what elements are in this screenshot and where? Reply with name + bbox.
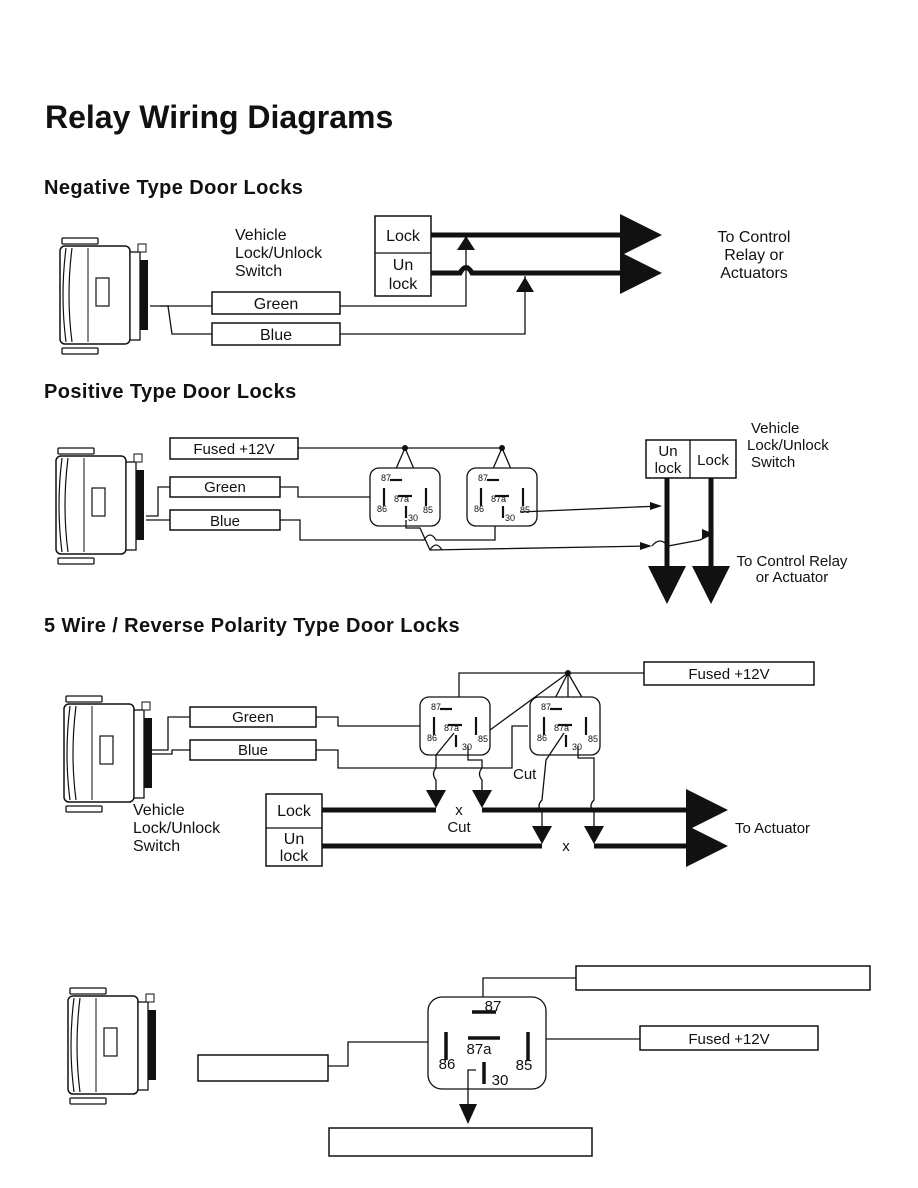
blank-relay-fused-box <box>639 1025 819 1051</box>
negative-switch-box <box>374 215 432 297</box>
blank-relay-bottom-fill-box <box>328 1127 593 1157</box>
negative-switch-label-2: Lock/Unlock <box>235 245 323 262</box>
svg-text:86: 86 <box>377 504 387 514</box>
negative-destination-3: Actuators <box>720 265 788 282</box>
svg-text:85: 85 <box>478 734 488 744</box>
five-wire-cut-label-1: Cut <box>513 766 537 783</box>
svg-text:87a: 87a <box>554 723 569 733</box>
negative-green-label: Green <box>254 296 298 313</box>
alarm-connector-icon <box>55 447 145 565</box>
positive-type-diagram: Positive Type Door Locks Fused +12V Gree… <box>44 381 848 604</box>
five-wire-switch-box <box>265 793 323 867</box>
five-wire-unlock-label-1: Un <box>284 831 304 848</box>
positive-switch-box <box>645 439 737 479</box>
svg-text:86: 86 <box>439 1056 456 1073</box>
positive-switch-label-3: Switch <box>751 454 795 471</box>
negative-switch-label-1: Vehicle <box>235 227 287 244</box>
five-wire-cut-label-2: Cut <box>447 819 471 836</box>
negative-output-arrow-unlock <box>620 252 662 294</box>
five-wire-switch-label-3: Switch <box>133 838 180 855</box>
svg-text:87a: 87a <box>394 494 409 504</box>
negative-switch-label-3: Switch <box>235 263 282 280</box>
positive-destination-1: To Control Relay <box>737 553 848 570</box>
five-wire-output-arrow-lock <box>686 789 728 831</box>
positive-unlock-label-1: Un <box>658 443 677 460</box>
negative-blue-label: Blue <box>260 327 292 344</box>
blank-relay-diagram: Fused +12V 87 87a 86 85 30 <box>67 965 871 1157</box>
svg-text:85: 85 <box>588 734 598 744</box>
positive-lock-label: Lock <box>697 452 729 469</box>
five-wire-destination: To Actuator <box>735 820 810 837</box>
svg-text:30: 30 <box>492 1072 509 1089</box>
five-wire-x-1: x <box>455 802 463 819</box>
blank-relay-top-fill-box <box>575 965 871 991</box>
positive-output-arrow-unlock <box>648 566 686 604</box>
five-wire-fused-label: Fused +12V <box>688 666 769 683</box>
positive-switch-label-1: Vehicle <box>751 420 799 437</box>
five-wire-switch-label-1: Vehicle <box>133 802 185 819</box>
svg-text:87: 87 <box>485 998 502 1015</box>
negative-green-wire-box <box>211 291 341 315</box>
positive-switch-label-2: Lock/Unlock <box>747 437 829 454</box>
svg-text:30: 30 <box>408 513 418 523</box>
svg-text:30: 30 <box>462 742 472 752</box>
five-wire-heading: 5 Wire / Reverse Polarity Type Door Lock… <box>44 615 460 637</box>
positive-heading: Positive Type Door Locks <box>44 381 297 403</box>
negative-type-diagram: Negative Type Door Locks Vehicle Lock/Un… <box>44 177 791 355</box>
five-wire-blue-label: Blue <box>238 742 268 759</box>
svg-text:30: 30 <box>572 742 582 752</box>
positive-blue-label: Blue <box>210 513 240 530</box>
alarm-connector-icon <box>59 237 149 355</box>
positive-destination-2: or Actuator <box>756 569 829 586</box>
svg-text:86: 86 <box>537 733 547 743</box>
five-wire-unlock-label-2: lock <box>280 848 309 865</box>
svg-text:87: 87 <box>541 702 551 712</box>
alarm-connector-icon <box>67 987 157 1105</box>
svg-text:87a: 87a <box>466 1041 492 1058</box>
svg-text:85: 85 <box>516 1057 533 1074</box>
svg-text:86: 86 <box>474 504 484 514</box>
blank-relay-left-fill-box <box>197 1054 329 1082</box>
positive-green-label: Green <box>204 479 246 496</box>
svg-text:87: 87 <box>478 473 488 483</box>
page-title: Relay Wiring Diagrams <box>45 99 393 135</box>
negative-unlock-label-1: Un <box>393 257 413 274</box>
negative-destination-1: To Control <box>718 229 791 246</box>
svg-text:30: 30 <box>505 513 515 523</box>
five-wire-lock-label: Lock <box>277 803 312 820</box>
svg-text:87: 87 <box>431 702 441 712</box>
blank-relay-large <box>427 996 547 1090</box>
negative-blue-wire-box <box>211 322 341 346</box>
five-wire-output-arrow-unlock <box>686 825 728 867</box>
alarm-connector-icon <box>63 695 153 813</box>
negative-heading: Negative Type Door Locks <box>44 177 303 199</box>
negative-output-arrow-lock <box>620 214 662 256</box>
svg-text:87a: 87a <box>491 494 506 504</box>
svg-text:85: 85 <box>423 505 433 515</box>
svg-text:85: 85 <box>520 505 530 515</box>
negative-destination-2: Relay or <box>724 247 784 264</box>
svg-text:87: 87 <box>381 473 391 483</box>
negative-unlock-label-2: lock <box>389 276 418 293</box>
negative-lock-label: Lock <box>386 228 421 245</box>
svg-text:86: 86 <box>427 733 437 743</box>
positive-fused-label: Fused +12V <box>193 441 274 458</box>
svg-text:87a: 87a <box>444 723 459 733</box>
blank-relay-fused-label: Fused +12V <box>688 1031 769 1048</box>
five-wire-green-label: Green <box>232 709 274 726</box>
positive-unlock-label-2: lock <box>655 460 682 477</box>
positive-output-arrow-lock <box>692 566 730 604</box>
five-wire-x-2: x <box>562 838 570 855</box>
five-wire-diagram: 5 Wire / Reverse Polarity Type Door Lock… <box>44 615 815 867</box>
five-wire-switch-label-2: Lock/Unlock <box>133 820 221 837</box>
